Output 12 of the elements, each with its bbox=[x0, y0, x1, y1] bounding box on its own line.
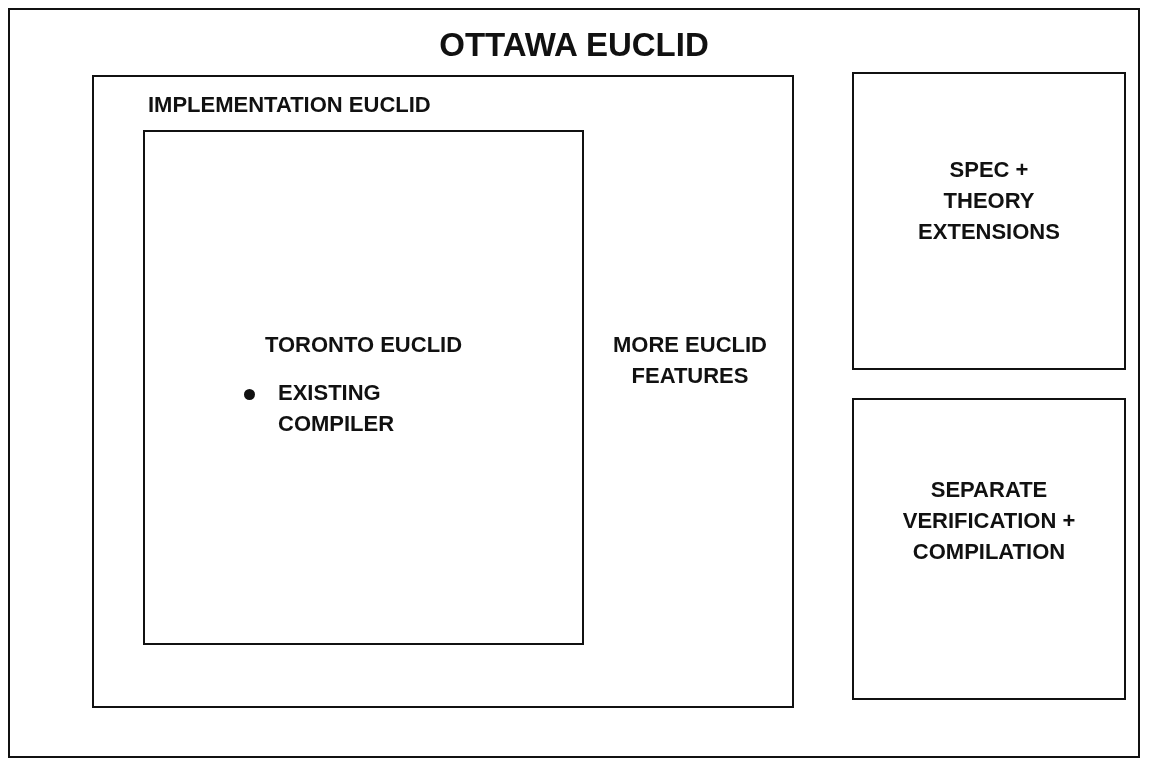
section-box bbox=[92, 75, 794, 708]
box-title: OTTAWA EUCLID bbox=[438, 25, 710, 65]
outer-box bbox=[8, 8, 1140, 758]
inner-box bbox=[143, 130, 584, 645]
section-box bbox=[852, 72, 1126, 370]
box-text: MORE EUCLID FEATURES bbox=[612, 331, 768, 390]
box-heading: TORONTO EUCLID bbox=[263, 331, 464, 359]
box-text: SEPARATE VERIFICATION + COMPILATION bbox=[901, 476, 1077, 566]
bullet-text: EXISTING COMPILER bbox=[278, 379, 396, 438]
box-heading: IMPLEMENTATION EUCLID bbox=[148, 91, 432, 119]
box-text: SPEC + THEORY EXTENSIONS bbox=[917, 156, 1061, 246]
section-box bbox=[852, 398, 1126, 700]
